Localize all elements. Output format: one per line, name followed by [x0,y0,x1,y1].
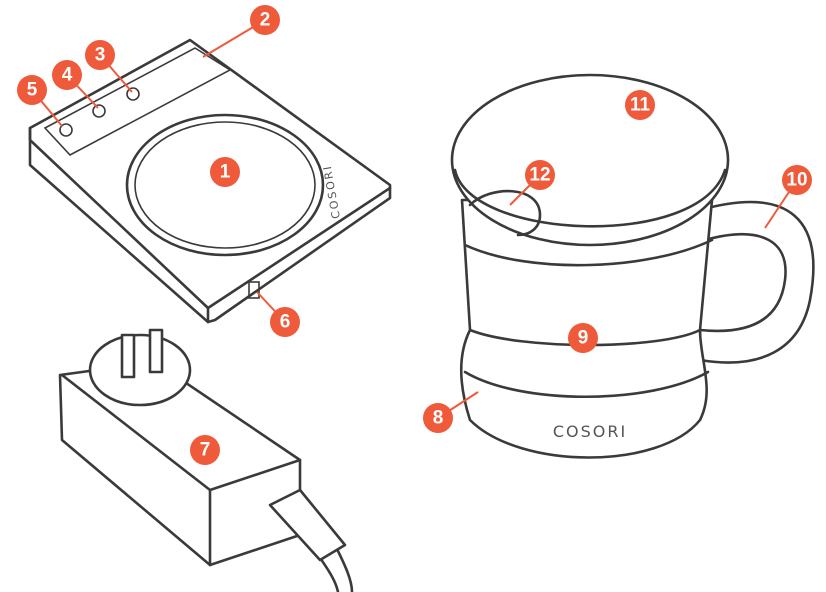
svg-text:1: 1 [220,162,231,183]
button-4-icon[interactable] [92,104,106,118]
smart-mug: COSORI [450,73,815,459]
svg-text:5: 5 [27,80,38,101]
callout-3: 3 [85,40,115,70]
callout-1: 1 [210,157,240,187]
callout-6: 6 [270,307,300,337]
callout-4: 4 [52,60,82,90]
button-5-icon[interactable] [59,123,73,137]
mug-warmer: COSORI [28,38,392,324]
svg-text:8: 8 [433,408,444,429]
sip-opening [468,189,542,237]
svg-text:10: 10 [786,170,807,191]
callout-12: 12 [525,160,555,190]
callout-9: 9 [568,323,598,353]
svg-text:6: 6 [280,312,291,333]
callout-11: 11 [625,90,655,120]
callout-7: 7 [190,435,220,465]
svg-text:11: 11 [630,95,651,116]
heating-plate [125,113,325,257]
svg-text:4: 4 [62,65,73,86]
callout-5: 5 [17,75,47,105]
svg-text:3: 3 [95,45,106,66]
button-3-icon[interactable] [126,87,140,101]
callout-10: 10 [782,165,812,195]
callout-2: 2 [250,5,280,35]
svg-text:2: 2 [260,10,271,31]
mug-logo: COSORI [553,422,627,441]
mug-lid [450,73,730,247]
power-port [248,281,260,299]
svg-text:12: 12 [529,165,550,186]
svg-text:9: 9 [578,328,589,349]
power-adapter [58,328,354,592]
callout-8: 8 [423,403,453,433]
svg-text:7: 7 [200,440,211,461]
